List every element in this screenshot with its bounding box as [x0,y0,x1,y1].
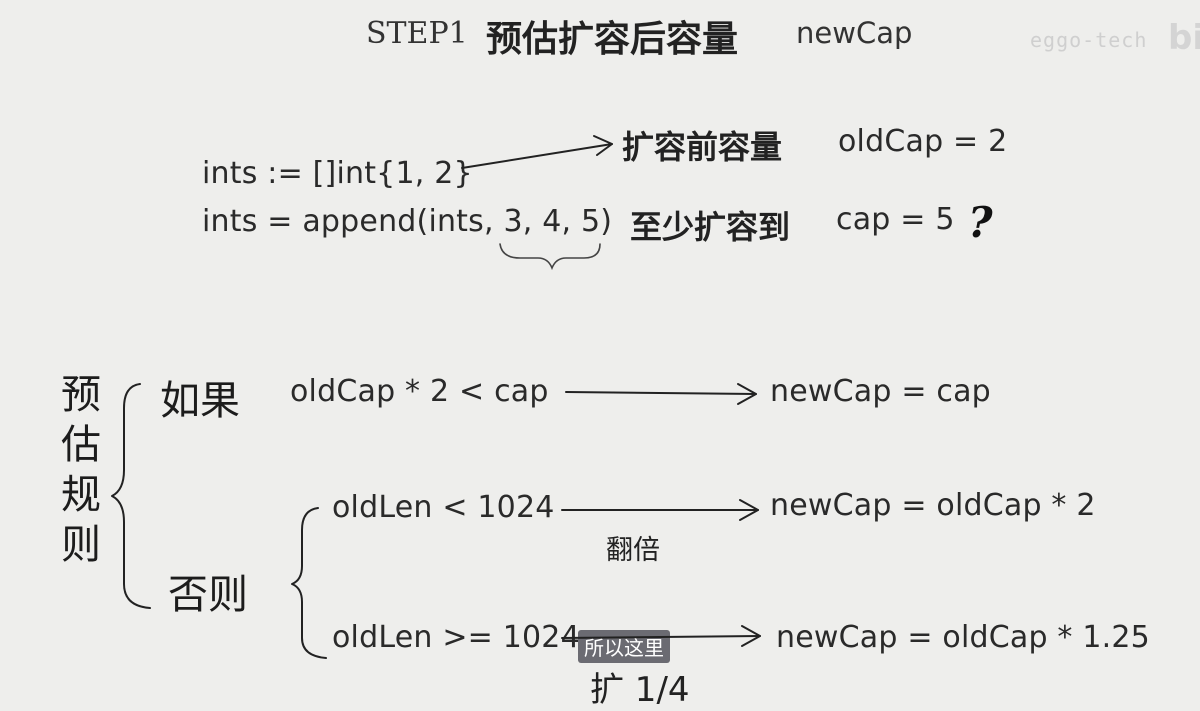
min-cap-expr: cap = 5 [836,202,955,237]
result-a: newCap = oldCap * 2 [770,488,1096,523]
old-cap-label: 扩容前容量 [622,128,783,166]
watermark-logo: bi [1168,18,1200,58]
arrow-to-oldcap [461,135,613,169]
condition-a: oldLen < 1024 [332,490,555,525]
page-title: 预估扩容后容量 [486,19,739,60]
note-quarter: 扩 1/4 [590,670,690,710]
rules-label-char: 估 [61,422,101,468]
watermark-text: eggo-tech [1030,28,1148,52]
rules-label-char: 则 [61,522,101,568]
brace-rules [111,383,151,609]
arrow-if [565,383,757,405]
rules-label-char: 预 [61,372,101,418]
video-subtitle: 所以这里 [578,630,670,663]
result-b: newCap = oldCap * 1.25 [776,620,1150,655]
old-cap-expr: oldCap = 2 [838,124,1008,159]
brace-else [291,507,327,659]
if-result: newCap = cap [770,374,991,409]
rules-group-label: 预 估 规 则 [56,370,106,570]
else-label: 否则 [168,572,248,618]
code-line-declare: ints := []int{1, 2} [202,156,473,191]
code-line-append: ints = append(ints, 3, 4, 5) [202,204,613,239]
rules-label-char: 规 [61,472,101,518]
condition-b: oldLen >= 1024 [332,620,580,655]
note-double: 翻倍 [606,535,660,566]
title-variable: newCap [796,16,913,50]
if-label: 如果 [160,378,240,424]
title-step: STEP1 [366,16,468,51]
question-mark: ? [968,198,993,247]
min-cap-label: 至少扩容到 [630,208,791,246]
if-condition: oldCap * 2 < cap [290,374,549,409]
arrow-condition-a [561,499,759,521]
underbrace [499,243,601,271]
